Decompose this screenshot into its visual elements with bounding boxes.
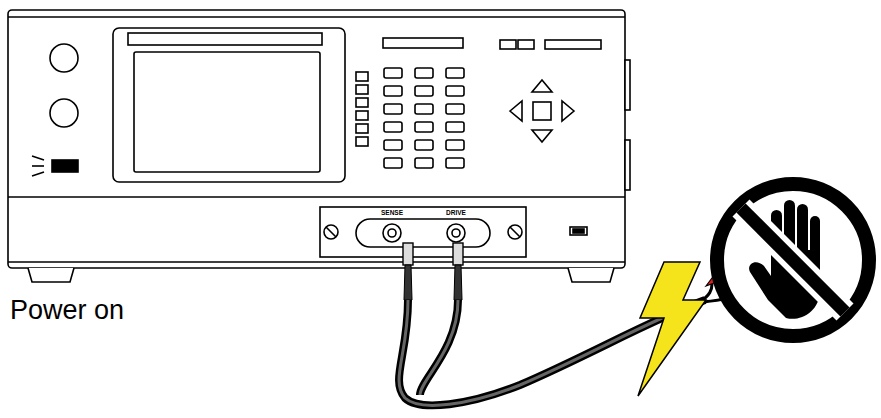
key (446, 140, 464, 150)
key (384, 158, 402, 168)
key (415, 158, 433, 168)
power-on-label: Power on (10, 297, 124, 324)
key (384, 140, 402, 150)
key (384, 122, 402, 132)
key (446, 122, 464, 132)
key (384, 68, 402, 78)
terminal-label: SENSE (381, 210, 403, 217)
instrument-body (8, 10, 630, 282)
key (446, 86, 464, 96)
key (415, 86, 433, 96)
key (446, 158, 464, 168)
key (446, 68, 464, 78)
key (415, 68, 433, 78)
terminal-label: DRIVE (446, 210, 466, 217)
key (384, 104, 402, 114)
key (415, 140, 433, 150)
key (446, 104, 464, 114)
lightning-symbol (638, 262, 706, 396)
no-touch-sign (717, 184, 869, 336)
keypad (384, 68, 464, 168)
key (415, 122, 433, 132)
key (415, 104, 433, 114)
key (384, 86, 402, 96)
